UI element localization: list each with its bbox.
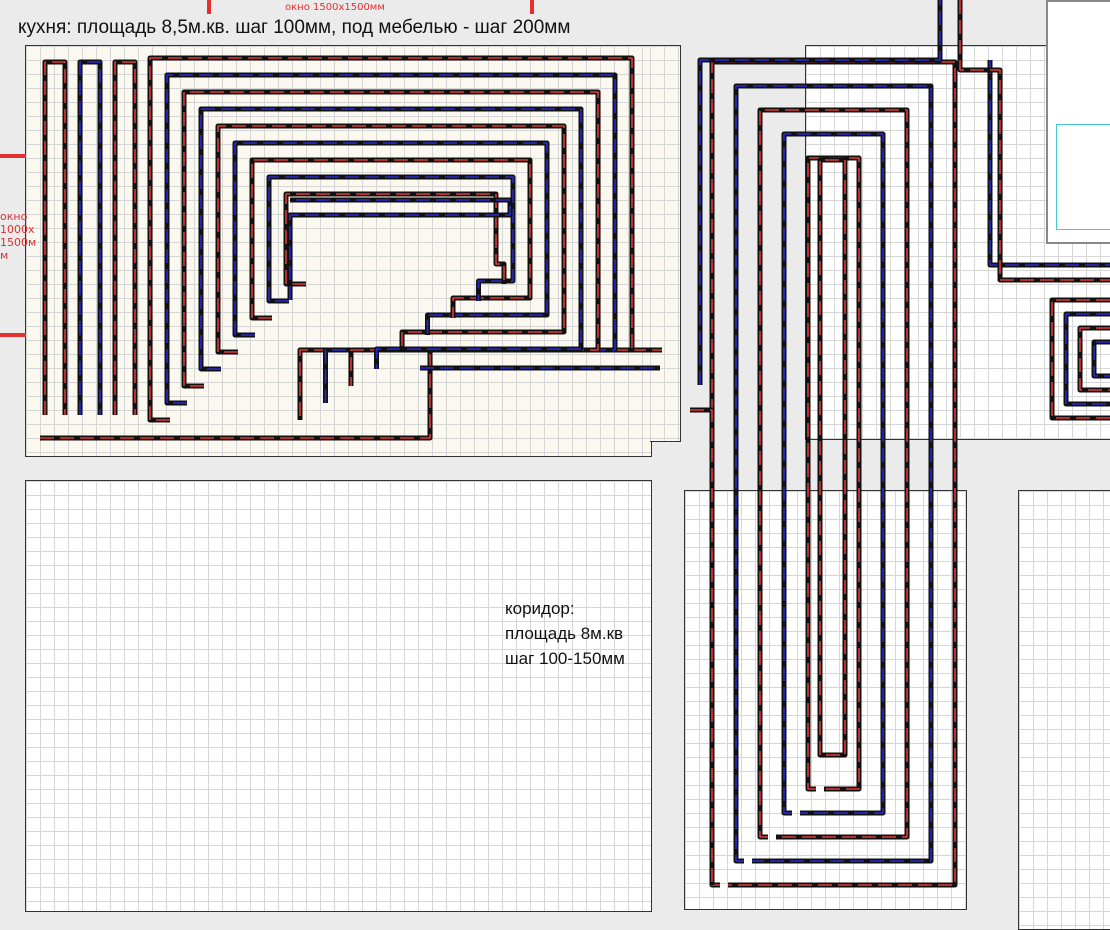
corridor-area: площадь 8м.кв: [505, 624, 624, 643]
supply-pipe: [690, 409, 713, 885]
return-pipe: [268, 176, 514, 302]
pipe-outline: [781, 131, 886, 816]
pipe-outline: [1091, 339, 1110, 379]
return-pipe: [79, 61, 101, 415]
bath-inner: [1056, 124, 1110, 230]
pipe-outline: [733, 83, 934, 864]
return-pipe: [200, 108, 582, 370]
corridor-step: шаг 100-150мм: [505, 649, 625, 668]
supply-pipe: [959, 0, 1110, 281]
return-pipe: [289, 199, 511, 300]
pipe-outline: [181, 89, 601, 389]
supply-pipe: [759, 109, 908, 838]
supply-pipe: [183, 91, 599, 387]
supply-pipe: [711, 61, 956, 886]
window-mark: [0, 333, 26, 337]
return-pipe: [234, 142, 548, 336]
pipe-outline: [957, 0, 1110, 283]
pipe-outline: [42, 59, 68, 415]
window-mark: [0, 154, 26, 158]
return-pipe: [783, 133, 884, 814]
pipe-outline: [249, 157, 533, 321]
corridor-title: коридор:: [505, 599, 575, 618]
pipe-outline: [77, 59, 103, 415]
pipe-outline: [283, 191, 507, 287]
supply-pipe: [251, 159, 531, 319]
corridor-room: [25, 480, 652, 912]
corridor-label: коридор: площадь 8м.кв шаг 100-150мм: [505, 596, 625, 671]
pipe-outline: [805, 155, 862, 792]
supply-pipe: [1051, 299, 1110, 419]
window-mark: [207, 0, 211, 14]
supply-pipe: [114, 61, 136, 415]
supply-pipe: [285, 193, 505, 285]
window-left-label: окно 1000х 1500м м: [0, 210, 37, 262]
return-pipe: [1093, 341, 1110, 377]
pipe-outline: [987, 60, 1110, 268]
return-pipe: [989, 60, 1110, 266]
kitchen-niche: [650, 45, 681, 442]
kitchen-title: кухня: площадь 8,5м.кв. шаг 100мм, под м…: [18, 17, 571, 38]
pipe-outline: [690, 407, 715, 885]
supply-pipe: [217, 125, 565, 353]
return-pipe: [166, 74, 616, 404]
pipe-outline: [232, 140, 550, 338]
return-pipe: [1065, 313, 1110, 405]
pipe-outline: [817, 157, 848, 758]
supply-pipe: [807, 157, 860, 790]
supply-pipe: [149, 57, 633, 421]
return-pipe: [699, 0, 941, 385]
bathroom-room: [1018, 490, 1110, 930]
pipe-outline: [112, 59, 138, 415]
window-top-label: окно 1500х1500мм: [285, 2, 385, 13]
window-mark: [530, 0, 534, 14]
supply-pipe: [1079, 327, 1110, 391]
supply-pipe: [44, 61, 66, 415]
return-pipe: [735, 85, 932, 862]
supply-pipe: [819, 159, 846, 756]
pipe-outline: [709, 59, 958, 888]
